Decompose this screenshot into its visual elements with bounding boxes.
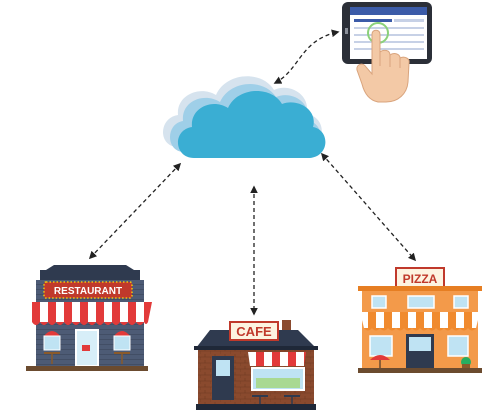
cloud-icon [163, 76, 326, 158]
cafe-building-icon: CAFE [194, 320, 318, 410]
cafe-sign: CAFE [229, 321, 279, 341]
restaurant-sign-text: RESTAURANT [54, 286, 122, 297]
pizza-shop-building-icon: PIZZA [358, 267, 482, 373]
pizza-sign: PIZZA [395, 267, 445, 289]
connector-cloud-pizza [320, 152, 417, 262]
pizza-sign-text: PIZZA [403, 272, 438, 286]
tablet-touch-icon [342, 2, 432, 103]
connector-cloud-tablet [273, 29, 340, 84]
cafe-sign-text: CAFE [236, 324, 272, 339]
connector-cloud-restaurant [88, 162, 182, 260]
restaurant-sign: RESTAURANT [43, 281, 133, 299]
restaurant-building-icon: RESTAURANT [26, 265, 152, 371]
